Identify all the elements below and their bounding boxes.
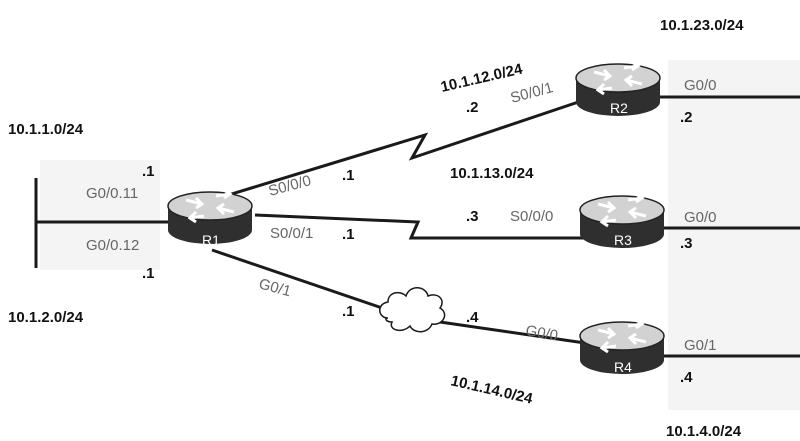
- r4-g0-1-label: G0/1: [684, 337, 717, 354]
- router-r2-label: R2: [610, 100, 628, 116]
- router-r4-label: R4: [614, 359, 632, 375]
- router-r1-label: R1: [202, 232, 220, 248]
- r3-s0-0-0-label: S0/0/0: [510, 208, 553, 225]
- r3-g0-0-label: G0/0: [684, 209, 717, 226]
- subnet-r4-lan-label: 10.1.4.0/24: [666, 423, 742, 440]
- subnet-lan2-label: 10.1.2.0/24: [8, 309, 84, 326]
- r2-s0-0-1-label: S0/0/1: [509, 79, 555, 107]
- r2-g0-0-label: G0/0: [684, 77, 717, 94]
- r1-s0-0-0-label: S0/0/0: [267, 172, 313, 200]
- r4-g0-0-label: G0/0: [524, 322, 559, 344]
- wan-cloud-icon: [379, 287, 446, 333]
- serial-link-r1-r2: [211, 86, 621, 202]
- router-r3-label: R3: [614, 232, 632, 248]
- r2-serial-host-id: .2: [466, 99, 479, 116]
- r1-lan1-host-id: .1: [142, 163, 155, 180]
- r3-lan-host-id: .3: [680, 235, 693, 252]
- r3-serial-host-id: .3: [466, 208, 479, 225]
- r1-to-r2-host-id: .1: [342, 167, 355, 184]
- r1-to-r3-host-id: .1: [342, 226, 355, 243]
- r2-lan-host-id: .2: [680, 109, 693, 126]
- r1-g0-0-12-label: G0/0.12: [86, 237, 139, 254]
- serial-link-r1-r3: [254, 213, 585, 240]
- subnet-r2-lan-label: 10.1.23.0/24: [660, 17, 744, 34]
- highlight-area-lan: [40, 160, 160, 270]
- r1-g0-0-11-label: G0/0.11: [86, 185, 138, 202]
- r1-lan2-host-id: .1: [142, 265, 155, 282]
- subnet-r1-r4-label: 10.1.14.0/24: [449, 372, 535, 407]
- r1-to-r4-host-id: .1: [342, 303, 355, 320]
- link-r1-cloud: [211, 248, 389, 312]
- highlight-area-right: [668, 60, 800, 410]
- subnet-r1-r3-label: 10.1.13.0/24: [450, 165, 534, 182]
- r1-s0-0-1-label: S0/0/1: [270, 225, 313, 242]
- link-cloud-r4: [439, 320, 593, 346]
- r4-wan-host-id: .4: [466, 309, 479, 326]
- r1-g0-1-label: G0/1: [257, 275, 293, 300]
- r4-lan-host-id: .4: [680, 369, 693, 386]
- subnet-lan1-label: 10.1.1.0/24: [8, 121, 84, 138]
